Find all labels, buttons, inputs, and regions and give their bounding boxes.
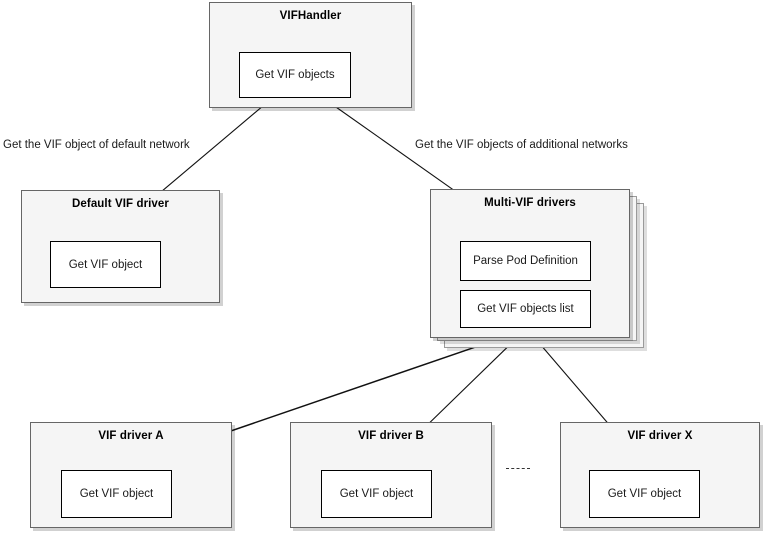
node-get-vif-objects-list[interactable]: Get VIF objects list	[460, 290, 591, 328]
group-default-vif-driver-title: Default VIF driver	[71, 198, 170, 210]
node-driver-a-get-vif-object[interactable]: Get VIF object	[61, 470, 172, 518]
group-vif-handler-title: VIFHandler	[279, 10, 342, 22]
edge-label-default-network: Get the VIF object of default network	[3, 139, 190, 151]
node-driver-x-get-vif-object[interactable]: Get VIF object	[589, 470, 700, 518]
node-default-get-vif-object[interactable]: Get VIF object	[50, 241, 161, 288]
group-vif-driver-a-title: VIF driver A	[98, 430, 164, 442]
node-parse-pod-definition[interactable]: Parse Pod Definition	[460, 241, 591, 281]
driver-ellipsis-separator	[506, 468, 530, 469]
group-vif-driver-b-title: VIF driver B	[358, 430, 424, 442]
edge-label-additional-networks: Get the VIF objects of additional networ…	[415, 139, 628, 151]
group-vif-driver-x-title: VIF driver X	[627, 430, 693, 442]
group-multi-vif-drivers-title: Multi-VIF drivers	[484, 197, 576, 209]
node-driver-b-get-vif-object[interactable]: Get VIF object	[321, 470, 432, 518]
node-get-vif-objects[interactable]: Get VIF objects	[239, 52, 351, 98]
